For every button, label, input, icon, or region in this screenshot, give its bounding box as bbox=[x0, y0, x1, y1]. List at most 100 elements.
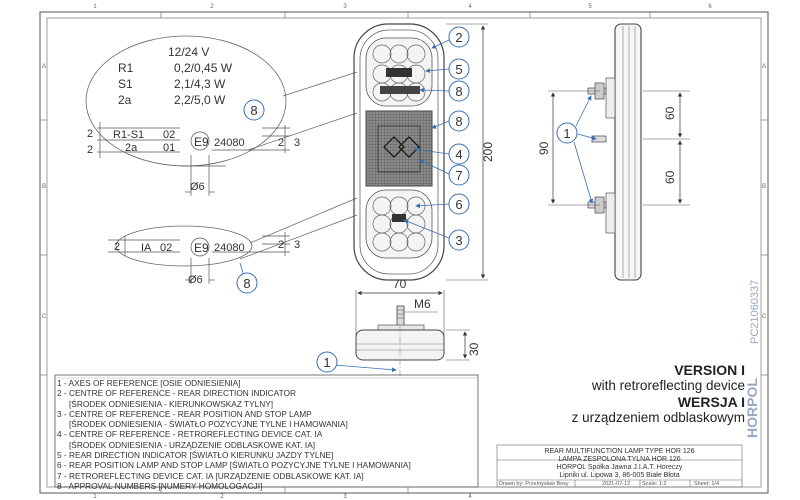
version-title-en: VERSION I bbox=[674, 362, 745, 378]
approval2-dim-right-1: 2 bbox=[278, 239, 284, 251]
approval2-diameter: Ø6 bbox=[188, 274, 203, 286]
lamp-bottom-view: 70 M6 30 1 bbox=[316, 277, 481, 380]
drawing-scale: Scale: 1:2 bbox=[642, 481, 667, 487]
frame-row-c: C bbox=[42, 314, 47, 320]
legend-frame bbox=[54, 374, 479, 488]
frame-col-2-bottom: 2 bbox=[220, 494, 224, 500]
version-desc-en: with retroreflecting device bbox=[591, 378, 745, 393]
spec-value-s1: 2,1/4,3 W bbox=[174, 77, 226, 91]
version-desc-pl: z urządzeniem odblaskowym bbox=[571, 410, 745, 425]
frame-col-1-bottom: 1 bbox=[93, 494, 97, 500]
approval1-row1-code: R1-S1 bbox=[113, 129, 144, 141]
approval1-dim-right-2: 3 bbox=[294, 137, 300, 149]
callout-6: 6 bbox=[455, 197, 462, 212]
legend-item-2: 2 - CENTRE OF REFERENCE - REAR DIRECTION… bbox=[57, 388, 296, 399]
legend-item-2-pl: [ŚRODEK ODNIESIENIA - KIERUNKOWSKAZ TYLN… bbox=[69, 398, 274, 409]
title-block: REAR MULTIFUNCTION LAMP TYPE HOR 126 LAM… bbox=[497, 445, 742, 490]
frame-row-a-right: A bbox=[762, 64, 766, 70]
title-en: REAR MULTIFUNCTION LAMP TYPE HOR 126 bbox=[544, 448, 695, 455]
callout-8-approval2: 8 bbox=[243, 276, 250, 291]
frame-row-c-right: C bbox=[762, 314, 767, 320]
callout-2: 2 bbox=[455, 30, 462, 45]
spec-code-r1: R1 bbox=[118, 61, 134, 75]
approval1-dim-left-top: 2 bbox=[87, 128, 93, 140]
approval1-row2-num: 01 bbox=[163, 142, 175, 154]
spec-code-s1: S1 bbox=[118, 77, 133, 91]
spec-callout: 12/24 V R1 0,2/0,45 W S1 2,1/4,3 W 2a 2,… bbox=[85, 35, 358, 196]
drawing-code: PC21060337 bbox=[749, 280, 761, 344]
approval2-num: 02 bbox=[160, 242, 172, 254]
callout-badges: 2 5 8 8 4 7 6 3 8 8 bbox=[236, 26, 470, 294]
callout-3: 3 bbox=[455, 233, 462, 248]
frame-col-6: 6 bbox=[708, 4, 712, 10]
frame-col-4: 4 bbox=[468, 4, 472, 10]
brand-logo: HORPOL bbox=[744, 378, 760, 438]
approval2-mark: E9 bbox=[194, 241, 209, 255]
dim-depth: 30 bbox=[467, 342, 481, 356]
callout-8-upper: 8 bbox=[455, 84, 462, 99]
version-title-pl: WERSJA I bbox=[677, 394, 745, 410]
callout-8-middle: 8 bbox=[455, 114, 462, 129]
callout-4: 4 bbox=[455, 147, 462, 162]
callout-8-spec: 8 bbox=[250, 103, 257, 118]
version-block: VERSION I with retroreflecting device WE… bbox=[520, 362, 745, 426]
front-callouts bbox=[239, 39, 450, 277]
lamp-side-view: 90 60 60 1 bbox=[537, 23, 690, 281]
dim-spacing-total: 90 bbox=[537, 141, 551, 155]
approval1-mark: E9 bbox=[194, 135, 209, 149]
approval2-callout: 2 IA 02 E9 24080 2 3 Ø6 bbox=[108, 197, 358, 286]
drawing-date: 2021-07-12 bbox=[602, 481, 631, 487]
approval2-number: 24080 bbox=[214, 242, 245, 254]
spec-value-2a: 2,2/5,0 W bbox=[174, 93, 226, 107]
legend-item-4-pl: [ŚRODEK ODNIESIENIA - URZĄDZENIE ODBLASK… bbox=[69, 439, 316, 450]
frame-row-b-right: B bbox=[762, 184, 766, 190]
approval1-dim-left-bottom: 2 bbox=[87, 144, 93, 156]
approval1-row2-code: 2a bbox=[125, 142, 138, 154]
dim-height: 200 bbox=[481, 142, 495, 162]
frame-col-3-bottom: 3 bbox=[343, 494, 347, 500]
title-pl: LAMPA ZESPOLONA TYLNA HOR 126 bbox=[558, 456, 681, 463]
legend: 1 - AXES OF REFERENCE [OSIE ODNIESIENIA]… bbox=[57, 378, 477, 491]
spec-code-2a: 2a bbox=[118, 93, 132, 107]
company-address: Lipniki ul. Lipowa 3, 86-005 Białe Błota bbox=[559, 472, 680, 479]
dim-spacing-upper: 60 bbox=[663, 106, 677, 120]
frame-row-b: B bbox=[42, 184, 46, 190]
spec-voltage: 12/24 V bbox=[168, 45, 209, 59]
spec-value-r1: 0,2/0,45 W bbox=[174, 61, 233, 75]
titleblock-frame bbox=[496, 444, 743, 488]
approval2-dim-left: 2 bbox=[114, 241, 120, 253]
legend-item-7: 7 - RETROREFLECTING DEVICE CAT. IA [URZĄ… bbox=[57, 470, 364, 481]
drawn-by: Drawn by: Przemysław Bosy bbox=[499, 481, 569, 487]
drawing-code-text: PC21060337 bbox=[749, 280, 761, 344]
frame-col-1: 1 bbox=[93, 4, 97, 10]
frame-col-5: 5 bbox=[588, 4, 592, 10]
approval1-number: 24080 bbox=[214, 137, 245, 149]
brand-strip: HORPOL bbox=[744, 378, 760, 438]
frame-col-4-bottom: 4 bbox=[468, 494, 472, 500]
callout-5: 5 bbox=[455, 62, 462, 77]
legend-item-3: 3 - CENTRE OF REFERENCE - REAR POSITION … bbox=[57, 408, 312, 419]
legend-item-6: 6 - REAR POSITION LAMP AND STOP LAMP [ŚW… bbox=[57, 460, 411, 471]
approval1-diameter: Ø6 bbox=[190, 181, 205, 193]
frame-col-3: 3 bbox=[343, 4, 347, 10]
callout-7: 7 bbox=[455, 168, 462, 183]
legend-item-4: 4 - CENTRE OF REFERENCE - RETROREFLECTIN… bbox=[57, 429, 323, 440]
approval2-dim-right-2: 3 bbox=[294, 239, 300, 251]
callout-1-bottom: 1 bbox=[323, 355, 330, 370]
dim-width: 70 bbox=[393, 277, 407, 291]
legend-item-3-pl: [ŚRODEK ODNIESIENIA - ŚWIATŁO POZYCYJNE … bbox=[69, 419, 348, 430]
drawing-sheet: Sheet: 1/4 bbox=[694, 481, 720, 487]
approval1-row1-num: 02 bbox=[163, 129, 175, 141]
frame-col-2: 2 bbox=[210, 4, 214, 10]
approval2-code: IA bbox=[141, 242, 152, 254]
lamp-front-view: 200 bbox=[353, 23, 495, 281]
company-name: HORPOL Spółka Jawna J.I.A.T. Horeczy bbox=[556, 464, 683, 471]
approval1-dim-right-1: 2 bbox=[278, 137, 284, 149]
callout-1-side: 1 bbox=[563, 126, 570, 141]
dim-thread: M6 bbox=[414, 297, 431, 311]
legend-item-8: 8 - APPROVAL NUMBERS [NUMERY HOMOLOGACJI… bbox=[57, 480, 263, 491]
legend-item-5: 5 - REAR DIRECTION INDICATOR [ŚWIATŁO KI… bbox=[57, 450, 334, 461]
frame-row-a: A bbox=[42, 64, 46, 70]
dim-spacing-lower: 60 bbox=[663, 170, 677, 184]
